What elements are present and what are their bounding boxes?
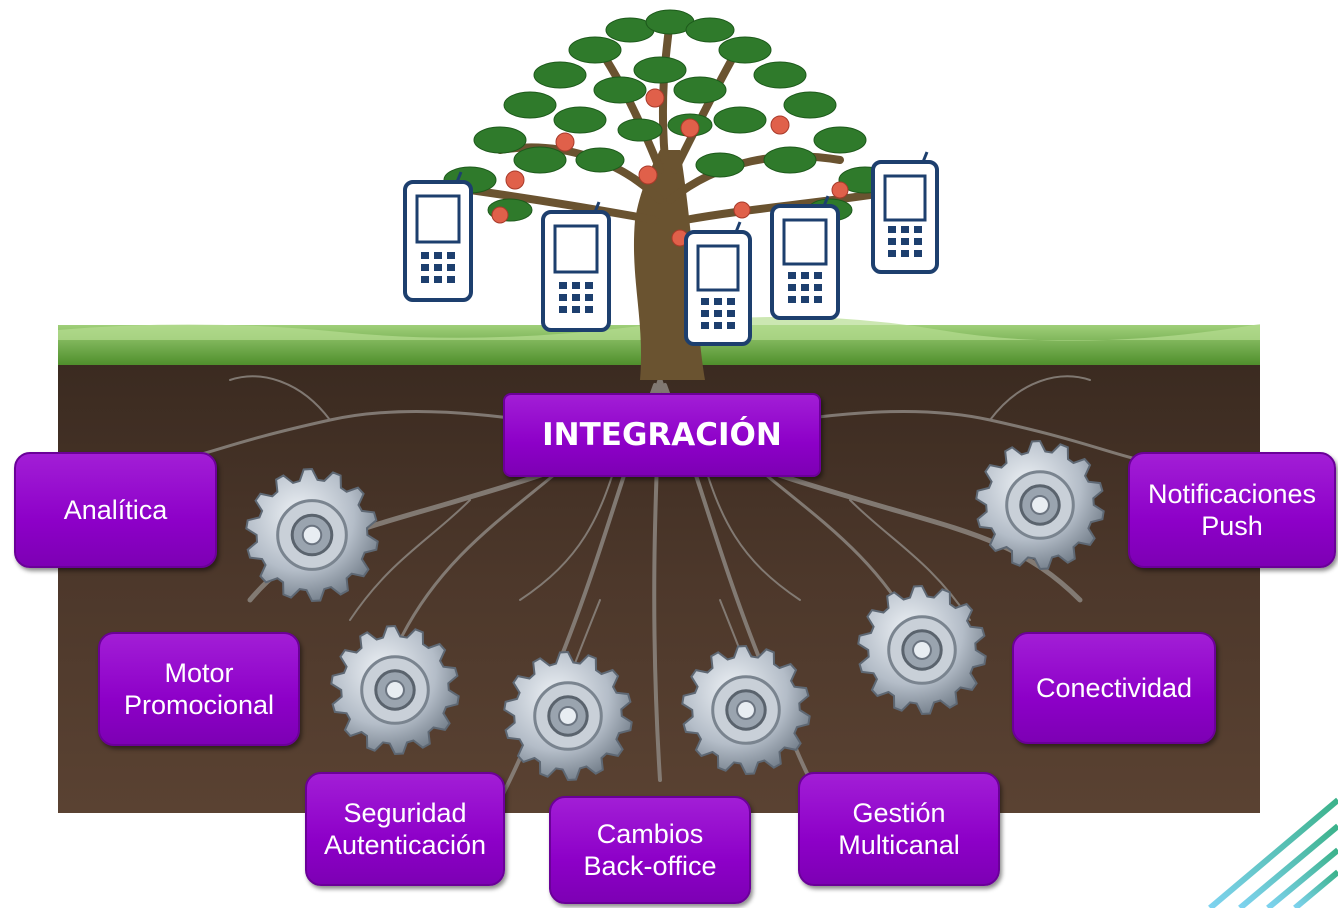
tree-fruits — [491, 88, 849, 247]
corner-stripes — [1208, 797, 1338, 908]
gear-icon — [681, 644, 811, 776]
cambios-back-office-box: Cambios Back-office — [549, 796, 751, 904]
analitica-box: Analítica — [14, 452, 217, 568]
notificaciones-push-box: Notificaciones Push — [1128, 452, 1336, 568]
phone-icon — [403, 171, 473, 302]
gear-icon — [975, 439, 1105, 571]
phone-icon — [770, 195, 840, 320]
tree — [443, 9, 892, 380]
phone-icon — [684, 221, 752, 346]
phone-icon — [871, 151, 939, 274]
gear-icon — [503, 650, 633, 782]
gear-icon — [857, 584, 987, 716]
conectividad-box: Conectividad — [1012, 632, 1216, 744]
phone-icon — [541, 201, 611, 332]
motor-promocional-box: Motor Promocional — [98, 632, 300, 746]
gears — [245, 439, 1105, 782]
gear-icon — [245, 467, 379, 603]
integration-label: INTEGRACIÓN — [503, 393, 821, 477]
seguridad-autenticacion-box: Seguridad Autenticación — [305, 772, 505, 886]
gear-icon — [330, 624, 460, 756]
gestion-multicanal-box: Gestión Multicanal — [798, 772, 1000, 886]
